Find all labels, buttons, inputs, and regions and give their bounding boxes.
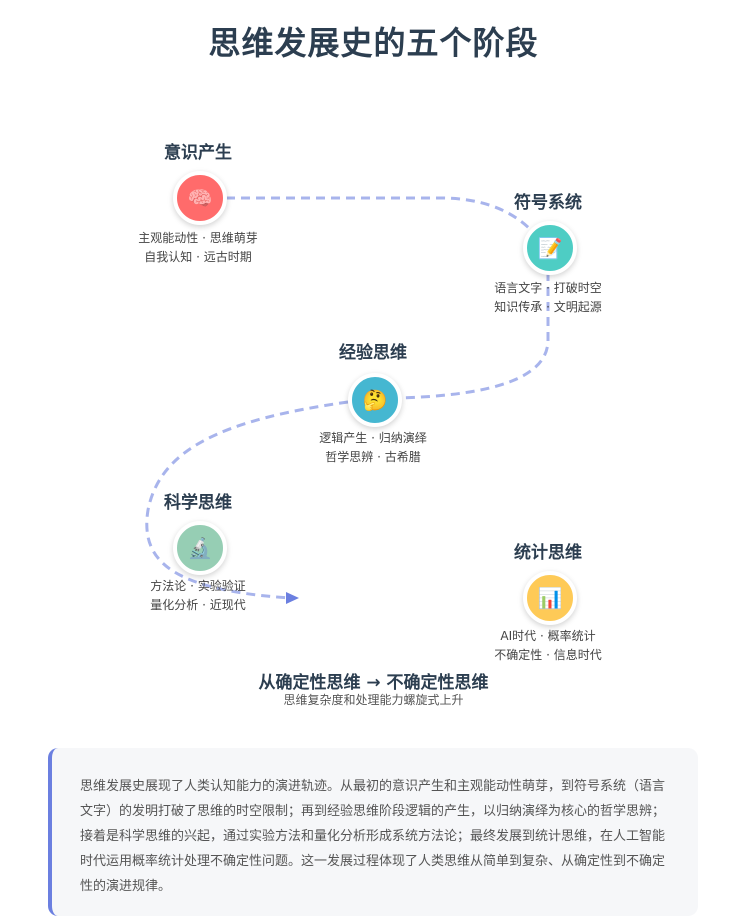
stage-desc-line: 自我认知 · 远古时期 (144, 250, 252, 264)
stage-desc-line: AI时代 · 概率统计 (500, 629, 596, 643)
stage-node-consciousness: 🧠 (173, 171, 227, 225)
stage-desc-line: 知识传承 · 文明起源 (494, 300, 602, 314)
path-segment-2 (397, 272, 550, 400)
stage-desc-line: 方法论 · 实验验证 (150, 579, 246, 593)
stage-title-statistical-thinking: 统计思维 (514, 543, 582, 563)
stage-desc-line: 量化分析 · 近现代 (150, 598, 246, 612)
stage-node-symbol-system: 📝 (523, 221, 577, 275)
stage-node-empirical-thinking: 🤔 (348, 373, 402, 427)
conclusion-box: 思维发展史展现了人类认知能力的演进轨迹。从最初的意识产生和主观能动性萌芽，到符号… (48, 748, 698, 916)
stage-desc-line: 不确定性 · 信息时代 (494, 648, 602, 662)
stage-title-symbol-system: 符号系统 (514, 193, 582, 213)
stage-title-empirical-thinking: 经验思维 (339, 343, 407, 363)
summary-subtitle: 思维复杂度和处理能力螺旋式上升 (283, 693, 464, 707)
stage-desc-scientific-thinking: 方法论 · 实验验证 量化分析 · 近现代 (108, 577, 288, 615)
path-arrowhead (286, 592, 299, 604)
stage-title-consciousness: 意识产生 (164, 143, 232, 163)
brain-icon: 🧠 (187, 186, 213, 210)
bar-chart-icon: 📊 (537, 586, 563, 610)
stage-desc-line: 语言文字 · 打破时空 (494, 281, 602, 295)
stage-desc-symbol-system: 语言文字 · 打破时空 知识传承 · 文明起源 (458, 279, 638, 317)
thinking-face-icon: 🤔 (362, 388, 388, 412)
path-segment-1 (226, 196, 542, 241)
stage-desc-statistical-thinking: AI时代 · 概率统计 不确定性 · 信息时代 (458, 627, 638, 665)
page-title: 思维发展史的五个阶段 (208, 24, 539, 62)
stage-desc-line: 哲学思辨 · 古希腊 (325, 450, 421, 464)
summary-title: 从确定性思维 → 不确定性思维 (258, 673, 489, 693)
conclusion-text: 思维发展史展现了人类认知能力的演进轨迹。从最初的意识产生和主观能动性萌芽，到符号… (80, 779, 666, 894)
stage-desc-line: 逻辑产生 · 归纳演绎 (319, 431, 427, 445)
stage-node-scientific-thinking: 🔬 (173, 521, 227, 575)
memo-icon: 📝 (537, 236, 563, 260)
stage-node-statistical-thinking: 📊 (523, 571, 577, 625)
stage-title-scientific-thinking: 科学思维 (164, 493, 232, 513)
stage-desc-consciousness: 主观能动性 · 思维萌芽 自我认知 · 远古时期 (108, 229, 288, 267)
microscope-icon: 🔬 (187, 536, 213, 560)
path-segment-3 (145, 400, 349, 600)
stage-desc-line: 主观能动性 · 思维萌芽 (138, 231, 258, 245)
stage-desc-empirical-thinking: 逻辑产生 · 归纳演绎 哲学思辨 · 古希腊 (283, 429, 463, 467)
